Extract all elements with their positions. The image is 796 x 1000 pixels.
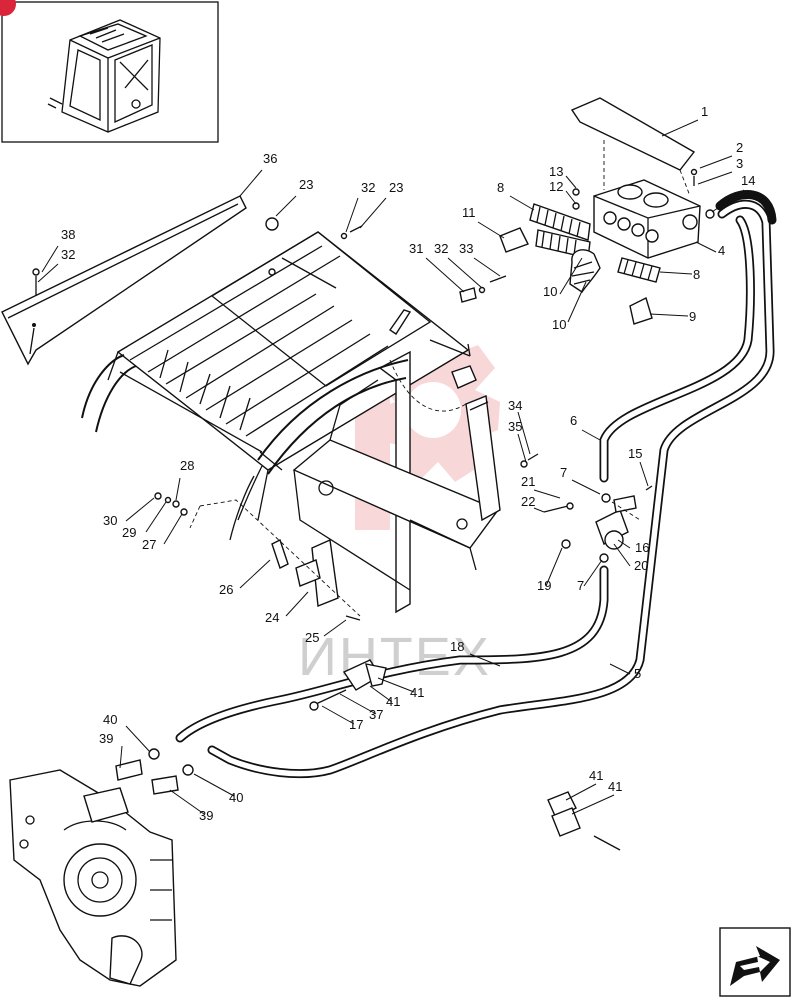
callout-40-lower: 40 bbox=[229, 790, 243, 805]
callout-26: 26 bbox=[219, 582, 233, 597]
callout-10-upper: 10 bbox=[543, 284, 557, 299]
callout-38: 38 bbox=[61, 227, 75, 242]
callout-25: 25 bbox=[305, 630, 319, 645]
callout-22: 22 bbox=[521, 494, 535, 509]
heater-housing-4 bbox=[593, 179, 701, 259]
callout-7-lower: 7 bbox=[577, 578, 584, 593]
callout-12: 12 bbox=[549, 179, 563, 194]
callout-33: 33 bbox=[459, 241, 473, 256]
callout-36: 36 bbox=[263, 151, 277, 166]
callout-37: 37 bbox=[369, 707, 383, 722]
callout-labels: 1 2 3 14 13 12 8 11 4 31 32 33 8 10 10 9… bbox=[61, 104, 755, 823]
callout-10-lower: 10 bbox=[552, 317, 566, 332]
next-page-button[interactable] bbox=[719, 927, 791, 997]
callout-41-a: 41 bbox=[410, 685, 424, 700]
callout-18: 18 bbox=[450, 639, 464, 654]
callout-32-top: 32 bbox=[361, 180, 375, 195]
callout-34: 34 bbox=[508, 398, 522, 413]
callout-23-left: 23 bbox=[299, 177, 313, 192]
callout-9: 9 bbox=[689, 309, 696, 324]
engine-water-pump bbox=[9, 769, 177, 987]
watermark-gear-hole bbox=[405, 382, 461, 438]
air-ducts bbox=[499, 203, 661, 325]
callout-41-c: 41 bbox=[589, 768, 603, 783]
callout-23-right: 23 bbox=[389, 180, 403, 195]
callout-1: 1 bbox=[701, 104, 708, 119]
callout-5: 5 bbox=[634, 666, 641, 681]
callout-32-mid: 32 bbox=[434, 241, 448, 256]
heater-cover-1 bbox=[570, 97, 696, 197]
callout-19: 19 bbox=[537, 578, 551, 593]
callout-41-d: 41 bbox=[608, 779, 622, 794]
roof-trim-panel-36 bbox=[1, 195, 247, 366]
callout-27: 27 bbox=[142, 537, 156, 552]
callout-40-upper: 40 bbox=[103, 712, 117, 727]
callout-15: 15 bbox=[628, 446, 642, 461]
callout-14: 14 bbox=[741, 173, 755, 188]
callout-41-b: 41 bbox=[386, 694, 400, 709]
callout-13: 13 bbox=[549, 164, 563, 179]
callout-39-upper: 39 bbox=[99, 731, 113, 746]
water-valve-16 bbox=[543, 485, 653, 563]
callout-20: 20 bbox=[634, 558, 648, 573]
callout-30: 30 bbox=[103, 513, 117, 528]
callout-8-upper: 8 bbox=[497, 180, 504, 195]
callout-2: 2 bbox=[736, 140, 743, 155]
callout-7-upper: 7 bbox=[560, 465, 567, 480]
callout-35: 35 bbox=[508, 419, 522, 434]
callout-16: 16 bbox=[635, 540, 649, 555]
cab-location-inset bbox=[0, 0, 219, 143]
cab-roof-frame bbox=[81, 231, 501, 614]
callout-32-left: 32 bbox=[61, 247, 75, 262]
heater-hoses bbox=[175, 190, 777, 779]
leader-lines bbox=[37, 119, 745, 815]
callout-11: 11 bbox=[462, 205, 476, 220]
callout-21: 21 bbox=[521, 474, 535, 489]
callout-31: 31 bbox=[409, 241, 423, 256]
callout-8-lower: 8 bbox=[693, 267, 700, 282]
callout-24: 24 bbox=[265, 610, 279, 625]
callout-28: 28 bbox=[180, 458, 194, 473]
cab-thumbnail-icon bbox=[47, 19, 161, 133]
callout-4: 4 bbox=[718, 243, 725, 258]
callout-17: 17 bbox=[349, 717, 363, 732]
arrow-right-icon[interactable] bbox=[730, 946, 780, 986]
page-marker-icon bbox=[0, 0, 16, 16]
callout-3: 3 bbox=[736, 156, 743, 171]
callout-29: 29 bbox=[122, 525, 136, 540]
inset-frame bbox=[1, 1, 219, 143]
callout-39-lower: 39 bbox=[199, 808, 213, 823]
mirror-assembly-24 bbox=[154, 492, 361, 621]
engine-fittings bbox=[115, 748, 194, 795]
callout-6: 6 bbox=[570, 413, 577, 428]
fasteners bbox=[32, 168, 715, 468]
